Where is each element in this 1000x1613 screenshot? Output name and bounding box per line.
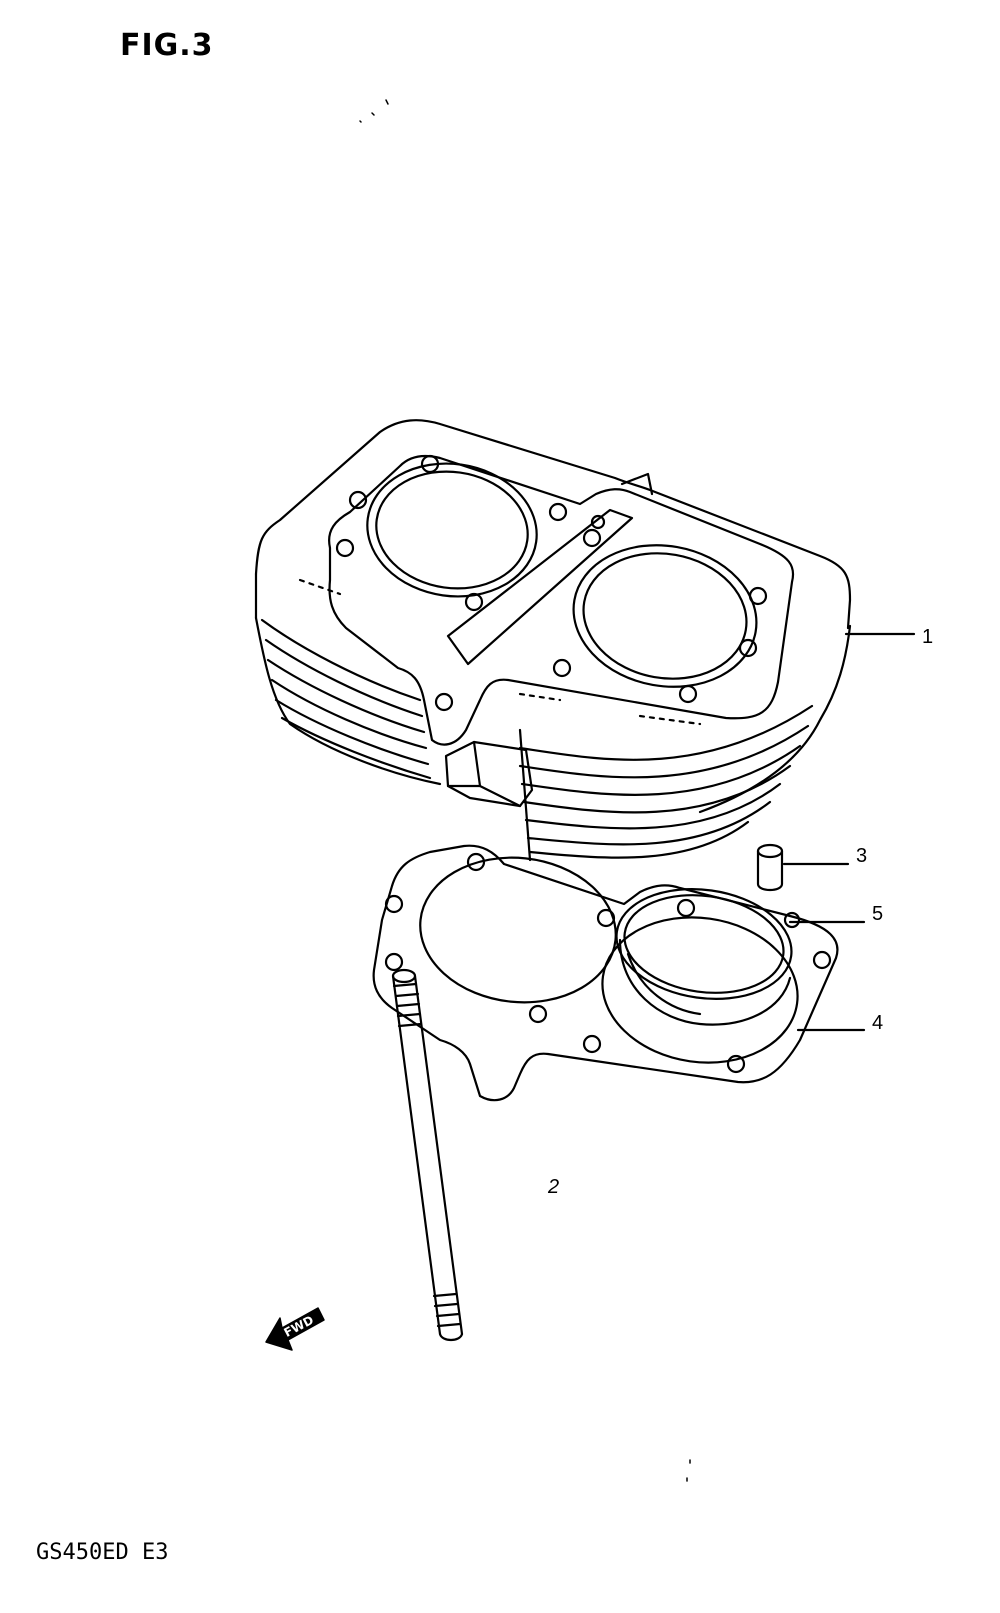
callout-part-5: 5	[872, 903, 884, 925]
callout-part-3: 3	[856, 845, 868, 867]
o-ring-seal	[615, 888, 793, 1026]
scan-specks	[359, 99, 691, 1482]
cylinder-block	[254, 419, 852, 862]
cylinder-base-gasket	[372, 844, 839, 1102]
callout-part-2: 2	[548, 1176, 560, 1198]
figure-title: FIG.3	[120, 28, 214, 63]
forward-arrow-icon	[265, 1307, 325, 1351]
forward-arrow-label: FWD	[282, 1313, 316, 1340]
callout-part-1: 1	[922, 626, 934, 648]
dowel-pin	[756, 843, 784, 892]
cylinder-stud	[391, 968, 464, 1342]
callout-part-4: 4	[872, 1012, 884, 1034]
model-code: GS450ED E3	[36, 1540, 169, 1565]
